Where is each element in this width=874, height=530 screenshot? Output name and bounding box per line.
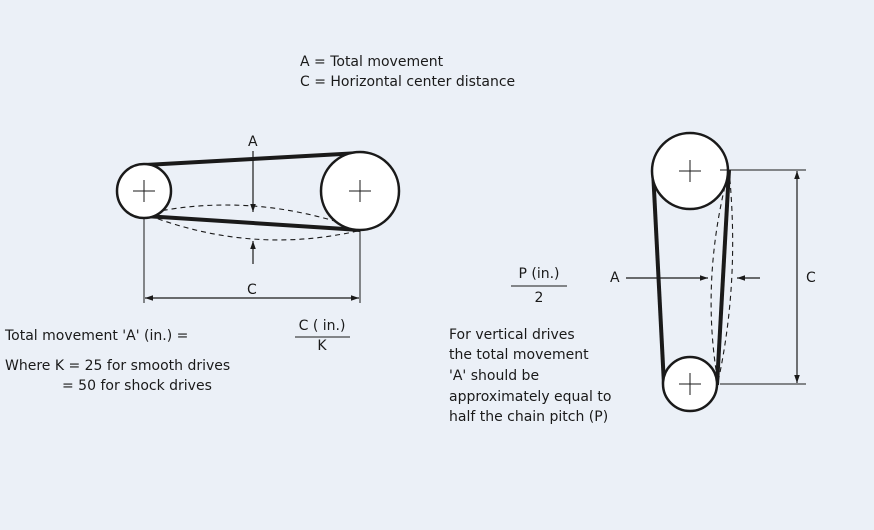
pitch-fraction-denominator: 2 [534,290,544,306]
formula-numerator: C ( in.) [298,318,346,334]
vertical-chain-right-strand [715,169,731,386]
vertical-note-line-3: 'A' should be [449,368,540,384]
vertical-note-line-4: approximately equal to [449,389,612,405]
vertical-note-line-5: half the chain pitch (P) [449,409,609,425]
vertical-sag-envelope-dashed [710,169,734,383]
horizontal-drive [115,150,401,338]
chain-bottom-strand [144,214,361,232]
pitch-fraction-numerator: P (in.) [518,266,560,282]
where-line-2: = 50 for shock drives [62,378,212,394]
vertical-label-a: A [610,270,620,286]
vertical-drive [511,131,806,413]
vertical-note-line-2: the total movement [449,347,589,363]
legend-line-2: C = Horizontal center distance [300,74,516,90]
vertical-note-line-1: For vertical drives [449,327,575,343]
horizontal-label-a: A [248,134,258,150]
formula-lhs: Total movement 'A' (in.) = [5,328,189,344]
horizontal-label-c: C [247,282,257,298]
formula-denominator: K [317,338,327,354]
where-line-1: Where K = 25 for smooth drives [5,358,231,374]
legend-line-1: A = Total movement [300,54,444,70]
vertical-label-c: C [806,270,816,286]
